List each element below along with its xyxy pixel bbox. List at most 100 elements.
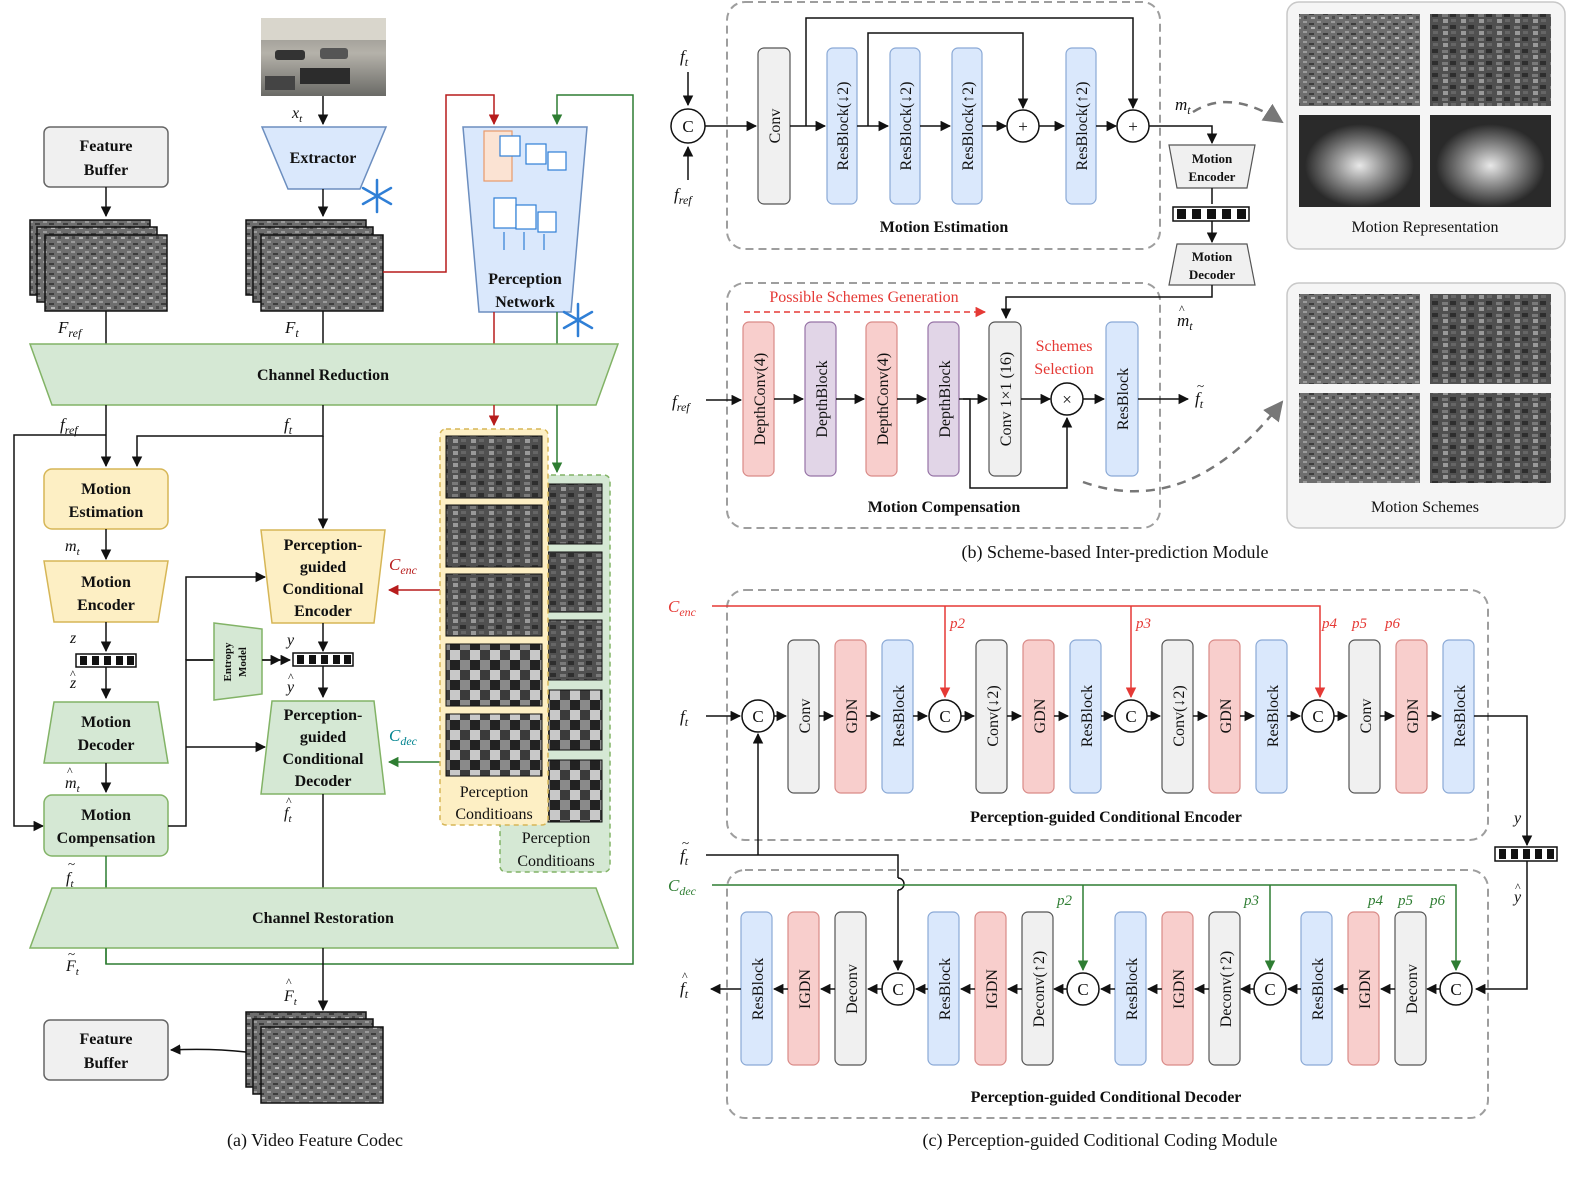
channel-reduction-block <box>28 343 620 406</box>
motion-scheme-map-4 <box>1430 393 1551 483</box>
enc-p6: p6 <box>1384 616 1401 632</box>
extractor-block <box>260 126 388 190</box>
enc-concat-4-label: C <box>1312 707 1323 726</box>
label-y-hat: y <box>285 679 295 696</box>
pc-yellow-map-1 <box>445 435 543 499</box>
label-f-t: ft <box>284 415 293 437</box>
pc-green-map-5 <box>547 759 603 823</box>
feature-buffer-bottom-line2: Buffer <box>84 1055 128 1072</box>
enc-p5: p5 <box>1351 616 1368 632</box>
b-resblock-label: ResBlock <box>1115 368 1132 430</box>
feature-map-stack-ref <box>29 219 168 312</box>
b-motion-decoder-line1: Motion <box>1192 249 1233 264</box>
dec-block-6-label: Deconv(↑2) <box>1031 951 1048 1027</box>
label-f-hat: ft <box>284 805 292 825</box>
b-resblock-up-2-label: ResBlock(↑2) <box>1074 82 1091 171</box>
dec-block-8-label: IGDN <box>1171 969 1188 1009</box>
hat-z: ^ <box>70 667 76 681</box>
tilde-f: ~ <box>68 856 75 871</box>
feature-buffer-bottom-line1: Feature <box>79 1031 132 1048</box>
label-m-t: mt <box>65 538 81 558</box>
possible-schemes-label: Possible Schemes Generation <box>769 289 958 306</box>
motion-encoder-line2: Encoder <box>77 597 135 614</box>
enc-block-1-label: Conv <box>797 699 814 734</box>
b-motion-encoder-line2: Encoder <box>1189 169 1236 184</box>
motion-representation-label: Motion Representation <box>1351 219 1498 236</box>
label-c-c-enc: Cenc <box>668 597 697 619</box>
bitstream-icon <box>1172 206 1250 222</box>
pg-decoder-title: Perception-guided Conditional Decoder <box>971 1089 1242 1106</box>
b-conv-label: Conv <box>767 109 784 144</box>
dec-concat-3-label: C <box>1264 980 1275 999</box>
snowflake-icon <box>361 178 393 214</box>
hat-F: ^ <box>286 975 292 989</box>
dec-p2: p2 <box>1056 893 1073 909</box>
pg-decoder-line4: Decoder <box>295 773 352 790</box>
pc-green-line1: Perception <box>522 830 590 847</box>
dec-p3: p3 <box>1243 893 1259 909</box>
motion-scheme-map-1 <box>1299 294 1420 384</box>
entropy-model-line2: Model <box>237 647 249 677</box>
encoder-row: C Conv GDN ResBlock C Conv(↓2) GDN ResBl… <box>741 639 1475 794</box>
pg-decoder-line3: Conditional <box>283 751 364 768</box>
channel-reduction-label: Channel Reduction <box>257 367 389 384</box>
label-F-t: Ft <box>284 318 299 340</box>
label-m-hat: mt <box>65 775 81 795</box>
panel-a: xt Extractor Feature Buffer Fref Ft <box>13 18 634 1151</box>
dec-block-12-label: Deconv <box>1404 964 1421 1014</box>
enc-p4: p4 <box>1321 616 1338 632</box>
pc-green-line2: Conditioans <box>517 853 594 870</box>
snowflake-icon <box>562 302 594 338</box>
dec-block-2-label: IGDN <box>797 969 814 1009</box>
motion-compensation-title: Motion Compensation <box>868 499 1021 516</box>
pg-decoder-line2: guided <box>300 729 346 746</box>
motion-scheme-map-2 <box>1430 294 1551 384</box>
bitstream-icon <box>75 653 137 668</box>
tilde-c-f: ~ <box>682 835 689 850</box>
perception-network-line1: Perception <box>488 271 562 288</box>
pg-encoder-group <box>726 589 1489 841</box>
arrow-to-representation <box>1192 100 1284 124</box>
label-f-ref: fref <box>60 415 79 437</box>
video-frame-image <box>261 18 386 96</box>
extractor-label: Extractor <box>290 150 357 167</box>
plus-node-1-label: + <box>1018 117 1028 136</box>
pc-green-map-2 <box>547 551 603 613</box>
enc-block-4-label: Conv(↓2) <box>985 685 1002 746</box>
schemes-selection-line1: Schemes <box>1036 338 1093 355</box>
plus-node-2-label: + <box>1128 117 1138 136</box>
motion-compensation-line2: Compensation <box>57 830 156 847</box>
pg-encoder-line1: Perception- <box>284 537 363 554</box>
label-c-dec: Cdec <box>389 726 418 748</box>
pg-decoder-group <box>726 869 1489 1119</box>
label-c-enc: Cenc <box>389 555 418 577</box>
label-b-m-hat: mt <box>1177 311 1193 333</box>
motion-encoder-line1: Motion <box>81 574 131 591</box>
schemes-selection-line2: Selection <box>1034 361 1094 378</box>
enc-p3: p3 <box>1135 616 1151 632</box>
motion-compensation-group <box>726 282 1161 529</box>
pc-green-map-3 <box>547 619 603 681</box>
dec-block-3-label: Deconv <box>844 964 861 1014</box>
dec-block-5-label: IGDN <box>984 969 1001 1009</box>
b-depthconv-1-label: DepthConv(4) <box>752 353 769 445</box>
times-node-label: × <box>1062 390 1072 409</box>
pg-encoder-title: Perception-guided Conditional Encoder <box>970 809 1242 826</box>
b-depthblock-2-label: DepthBlock <box>937 360 954 437</box>
hat-c-y: ^ <box>1515 880 1521 894</box>
hat-c-f: ^ <box>682 969 688 983</box>
motion-decoder-line2: Decoder <box>78 737 135 754</box>
caption-c: (c) Perception-guided Coditional Coding … <box>923 1130 1278 1151</box>
feature-map-stack-output <box>245 1011 384 1104</box>
enc-concat-3-label: C <box>1125 707 1136 726</box>
pyramid-net-image <box>483 130 567 250</box>
dec-concat-1-label: C <box>892 980 903 999</box>
pg-decoder-block <box>260 700 386 795</box>
b-resblock-up-1-label: ResBlock(↑2) <box>960 82 977 171</box>
motion-estimation-title: Motion Estimation <box>880 219 1009 236</box>
pc-yellow-line1: Perception <box>460 784 528 801</box>
tilde-F: ~ <box>68 946 75 961</box>
label-b-f-ref: fref <box>674 185 693 207</box>
pc-yellow-map-5 <box>445 713 543 777</box>
pc-yellow-line2: Conditioans <box>455 806 532 823</box>
